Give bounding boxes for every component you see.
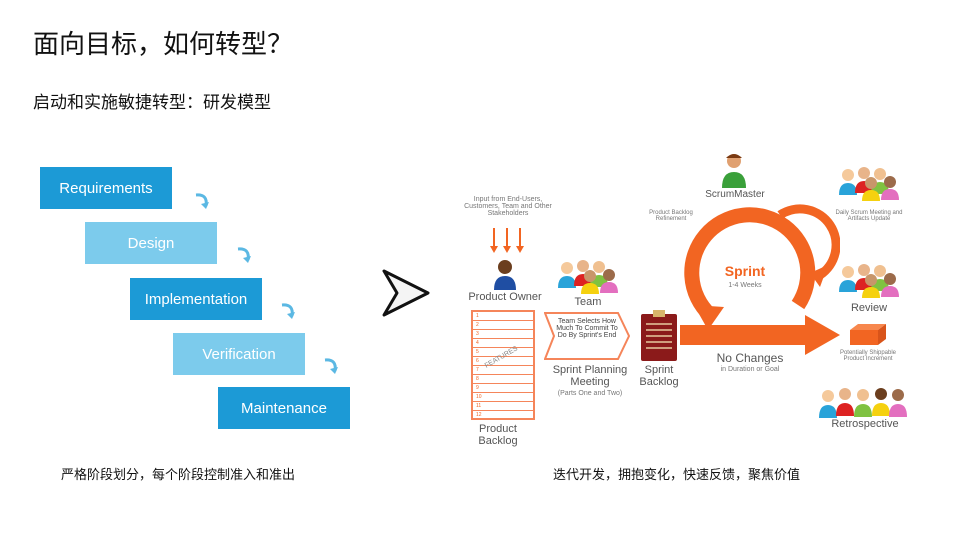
page-title: 面向目标，如何转型？ xyxy=(33,30,294,60)
sprint-duration: 1-4 Weeks xyxy=(728,282,762,289)
backlog-row: 2 xyxy=(473,321,533,330)
backlog-row: 9 xyxy=(473,384,533,393)
refinement-note: Product Backlog Refinement xyxy=(649,210,693,222)
sprint-cycle-icon xyxy=(680,204,840,355)
backlog-row: 10 xyxy=(473,393,533,402)
no-changes-sub: in Duration or Goal xyxy=(720,366,780,373)
review-team-icon xyxy=(839,264,899,298)
daily-scrum-note: Daily Scrum Meeting and Artifacts Update xyxy=(835,210,903,222)
curved-arrow-icon xyxy=(237,247,251,263)
team-label: Team xyxy=(574,296,602,308)
input-note: Input from End-Users, Customers, Team an… xyxy=(464,196,552,217)
backlog-row: 5 xyxy=(473,348,533,357)
backlog-row: 12 xyxy=(473,411,533,420)
sprint-label: Sprint xyxy=(724,263,766,279)
stage-maintenance: Maintenance xyxy=(218,387,350,429)
stage-verification: Verification xyxy=(173,333,305,375)
backlog-row: 3 xyxy=(473,330,533,339)
sprint-backlog-clipboard-icon xyxy=(641,310,677,361)
curved-arrow-icon xyxy=(324,358,338,374)
curved-arrow-icon xyxy=(195,193,209,209)
stage-implementation: Implementation xyxy=(130,278,262,320)
review-label: Review xyxy=(850,302,888,314)
product-increment-icon xyxy=(850,324,886,345)
stage-design: Design xyxy=(85,222,217,264)
daily-scrum-team-icon xyxy=(839,167,899,201)
team-icon xyxy=(558,260,618,294)
stage-requirements: Requirements xyxy=(40,167,172,209)
scrum-master-label: ScrumMaster xyxy=(705,189,765,200)
transition-arrow-icon xyxy=(382,269,430,317)
sprint-planning-sub: (Parts One and Two) xyxy=(557,390,623,397)
product-backlog-label: Product Backlog xyxy=(478,423,518,447)
page-subtitle: 启动和实施敏捷转型：研发模型 xyxy=(33,93,271,113)
backlog-row: 1 xyxy=(473,312,533,321)
backlog-row: 8 xyxy=(473,375,533,384)
input-arrows-icon xyxy=(490,228,524,253)
product-owner-icon xyxy=(494,260,516,290)
increment-note: Potentially Shippable Product Increment xyxy=(839,350,897,362)
backlog-row: 11 xyxy=(473,402,533,411)
retrospective-label: Retrospective xyxy=(831,418,899,430)
planning-note: Team Selects How Much To Commit To Do By… xyxy=(556,318,618,339)
waterfall-caption: 严格阶段划分，每个阶段控制准入和准出 xyxy=(61,468,296,483)
scrum-caption: 迭代开发，拥抱变化，快速反馈，聚焦价值 xyxy=(553,468,801,483)
backlog-row: 6 xyxy=(473,357,533,366)
retrospective-team-icon xyxy=(819,388,907,418)
planning-chevron xyxy=(544,312,630,360)
curved-arrow-icon xyxy=(281,303,295,319)
product-owner-label: Product Owner xyxy=(468,291,542,303)
sprint-planning-label: Sprint Planning Meeting xyxy=(552,364,628,388)
scrum-master-icon xyxy=(722,154,746,188)
sprint-backlog-label: Sprint Backlog xyxy=(639,364,679,388)
no-changes-label: No Changes xyxy=(716,351,784,365)
backlog-row: 4 xyxy=(473,339,533,348)
backlog-row: 7 xyxy=(473,366,533,375)
